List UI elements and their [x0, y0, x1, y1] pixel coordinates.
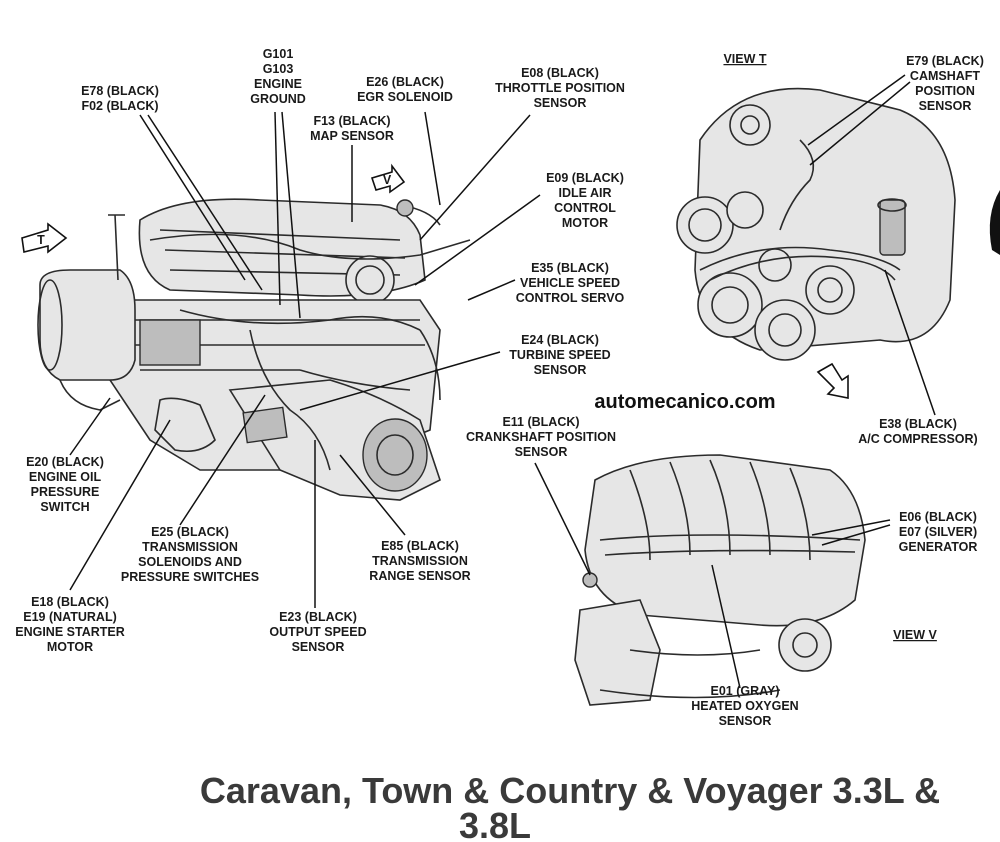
svg-text:SENSOR: SENSOR [292, 640, 345, 654]
svg-text:E01 (GRAY): E01 (GRAY) [710, 684, 779, 698]
svg-text:CONTROL SERVO: CONTROL SERVO [516, 291, 625, 305]
svg-text:HEATED OXYGEN: HEATED OXYGEN [691, 699, 798, 713]
leader-lines [69, 74, 936, 689]
svg-text:MAP SENSOR: MAP SENSOR [310, 129, 394, 143]
svg-text:F13 (BLACK): F13 (BLACK) [313, 114, 390, 128]
label-e08: E08 (BLACK) THROTTLE POSITION SENSOR [495, 66, 625, 110]
svg-text:E19 (NATURAL): E19 (NATURAL) [23, 610, 117, 624]
svg-text:MOTOR: MOTOR [47, 640, 93, 654]
svg-text:TURBINE SPEED: TURBINE SPEED [509, 348, 610, 362]
svg-text:SENSOR: SENSOR [534, 96, 587, 110]
view-t-arrow-letter: T [37, 233, 45, 247]
svg-text:E23 (BLACK): E23 (BLACK) [279, 610, 357, 624]
label-e35: E35 (BLACK) VEHICLE SPEED CONTROL SERVO [516, 261, 625, 305]
svg-text:GENERATOR: GENERATOR [899, 540, 978, 554]
view-v-arrow: V [370, 163, 406, 194]
svg-text:TRANSMISSION: TRANSMISSION [142, 540, 238, 554]
label-e78: E78 (BLACK) F02 (BLACK) [81, 84, 159, 113]
svg-text:E20 (BLACK): E20 (BLACK) [26, 455, 104, 469]
label-e25: E25 (BLACK) TRANSMISSION SOLENOIDS AND P… [121, 525, 259, 584]
label-g101: G101 G103 ENGINE GROUND [250, 47, 306, 106]
svg-text:MOTOR: MOTOR [562, 216, 608, 230]
view-t-caption: VIEW T [723, 52, 766, 66]
label-e85: E85 (BLACK) TRANSMISSION RANGE SENSOR [369, 539, 470, 583]
label-e01: E01 (GRAY) HEATED OXYGEN SENSOR [691, 684, 798, 728]
svg-text:E78 (BLACK): E78 (BLACK) [81, 84, 159, 98]
svg-text:SENSOR: SENSOR [919, 99, 972, 113]
view-t-arrow: T [21, 222, 68, 254]
svg-text:E09 (BLACK): E09 (BLACK) [546, 171, 624, 185]
svg-text:E35 (BLACK): E35 (BLACK) [531, 261, 609, 275]
svg-text:SWITCH: SWITCH [40, 500, 89, 514]
svg-text:E38 (BLACK): E38 (BLACK) [879, 417, 957, 431]
svg-text:TRANSMISSION: TRANSMISSION [372, 554, 468, 568]
label-e09: E09 (BLACK) IDLE AIR CONTROL MOTOR [546, 171, 624, 230]
label-e11: E11 (BLACK) CRANKSHAFT POSITION SENSOR [466, 415, 616, 459]
svg-text:RANGE SENSOR: RANGE SENSOR [369, 569, 470, 583]
svg-text:CAMSHAFT: CAMSHAFT [910, 69, 980, 83]
svg-text:E18 (BLACK): E18 (BLACK) [31, 595, 109, 609]
label-f13: F13 (BLACK) MAP SENSOR [310, 114, 394, 143]
page-edge-mark [989, 190, 1000, 255]
svg-text:G103: G103 [263, 62, 294, 76]
view-t-illustration [676, 87, 956, 361]
svg-text:PRESSURE: PRESSURE [31, 485, 100, 499]
label-e26: E26 (BLACK) EGR SOLENOID [357, 75, 453, 104]
svg-text:POSITION: POSITION [915, 84, 975, 98]
label-e38: E38 (BLACK) A/C COMPRESSOR) [858, 417, 977, 446]
label-e79: E79 (BLACK) CAMSHAFT POSITION SENSOR [906, 54, 984, 113]
view-t-direction-arrow [816, 362, 849, 399]
svg-text:ENGINE STARTER: ENGINE STARTER [15, 625, 125, 639]
svg-text:E08 (BLACK): E08 (BLACK) [521, 66, 599, 80]
svg-text:E79 (BLACK): E79 (BLACK) [906, 54, 984, 68]
svg-text:ENGINE: ENGINE [254, 77, 302, 91]
watermark: automecanico.com [594, 391, 775, 413]
svg-text:VEHICLE SPEED: VEHICLE SPEED [520, 276, 620, 290]
svg-text:IDLE AIR: IDLE AIR [558, 186, 611, 200]
label-e24: E24 (BLACK) TURBINE SPEED SENSOR [509, 333, 610, 377]
svg-text:A/C COMPRESSOR): A/C COMPRESSOR) [858, 432, 977, 446]
label-e06: E06 (BLACK) E07 (SILVER) GENERATOR [899, 510, 978, 554]
svg-text:G101: G101 [263, 47, 294, 61]
svg-text:CONTROL: CONTROL [554, 201, 616, 215]
view-v-arrow-letter: V [383, 173, 392, 187]
svg-text:GROUND: GROUND [250, 92, 306, 106]
view-v-caption: VIEW V [893, 628, 937, 642]
svg-text:OUTPUT SPEED: OUTPUT SPEED [269, 625, 366, 639]
diagram-title-line2: 3.8L [459, 805, 531, 842]
svg-text:E24 (BLACK): E24 (BLACK) [521, 333, 599, 347]
svg-text:ENGINE OIL: ENGINE OIL [29, 470, 102, 484]
svg-text:CRANKSHAFT POSITION: CRANKSHAFT POSITION [466, 430, 616, 444]
label-e20: E20 (BLACK) ENGINE OIL PRESSURE SWITCH [26, 455, 104, 514]
label-e18: E18 (BLACK) E19 (NATURAL) ENGINE STARTER… [15, 595, 125, 654]
view-v-illustration [574, 454, 866, 706]
svg-text:E07 (SILVER): E07 (SILVER) [899, 525, 977, 539]
svg-text:F02 (BLACK): F02 (BLACK) [81, 99, 158, 113]
svg-text:E06 (BLACK): E06 (BLACK) [899, 510, 977, 524]
diagram-title-line1: Caravan, Town & Country & Voyager 3.3L & [200, 770, 940, 811]
svg-text:E25 (BLACK): E25 (BLACK) [151, 525, 229, 539]
svg-text:EGR SOLENOID: EGR SOLENOID [357, 90, 453, 104]
label-e23: E23 (BLACK) OUTPUT SPEED SENSOR [269, 610, 366, 654]
svg-text:SOLENOIDS AND: SOLENOIDS AND [138, 555, 242, 569]
svg-text:SENSOR: SENSOR [534, 363, 587, 377]
svg-text:SENSOR: SENSOR [719, 714, 772, 728]
svg-text:THROTTLE POSITION: THROTTLE POSITION [495, 81, 625, 95]
svg-text:E85 (BLACK): E85 (BLACK) [381, 539, 459, 553]
svg-text:E26 (BLACK): E26 (BLACK) [366, 75, 444, 89]
main-engine-illustration [37, 198, 471, 501]
svg-text:E11 (BLACK): E11 (BLACK) [502, 415, 579, 429]
svg-text:PRESSURE SWITCHES: PRESSURE SWITCHES [121, 570, 259, 584]
svg-text:SENSOR: SENSOR [515, 445, 568, 459]
